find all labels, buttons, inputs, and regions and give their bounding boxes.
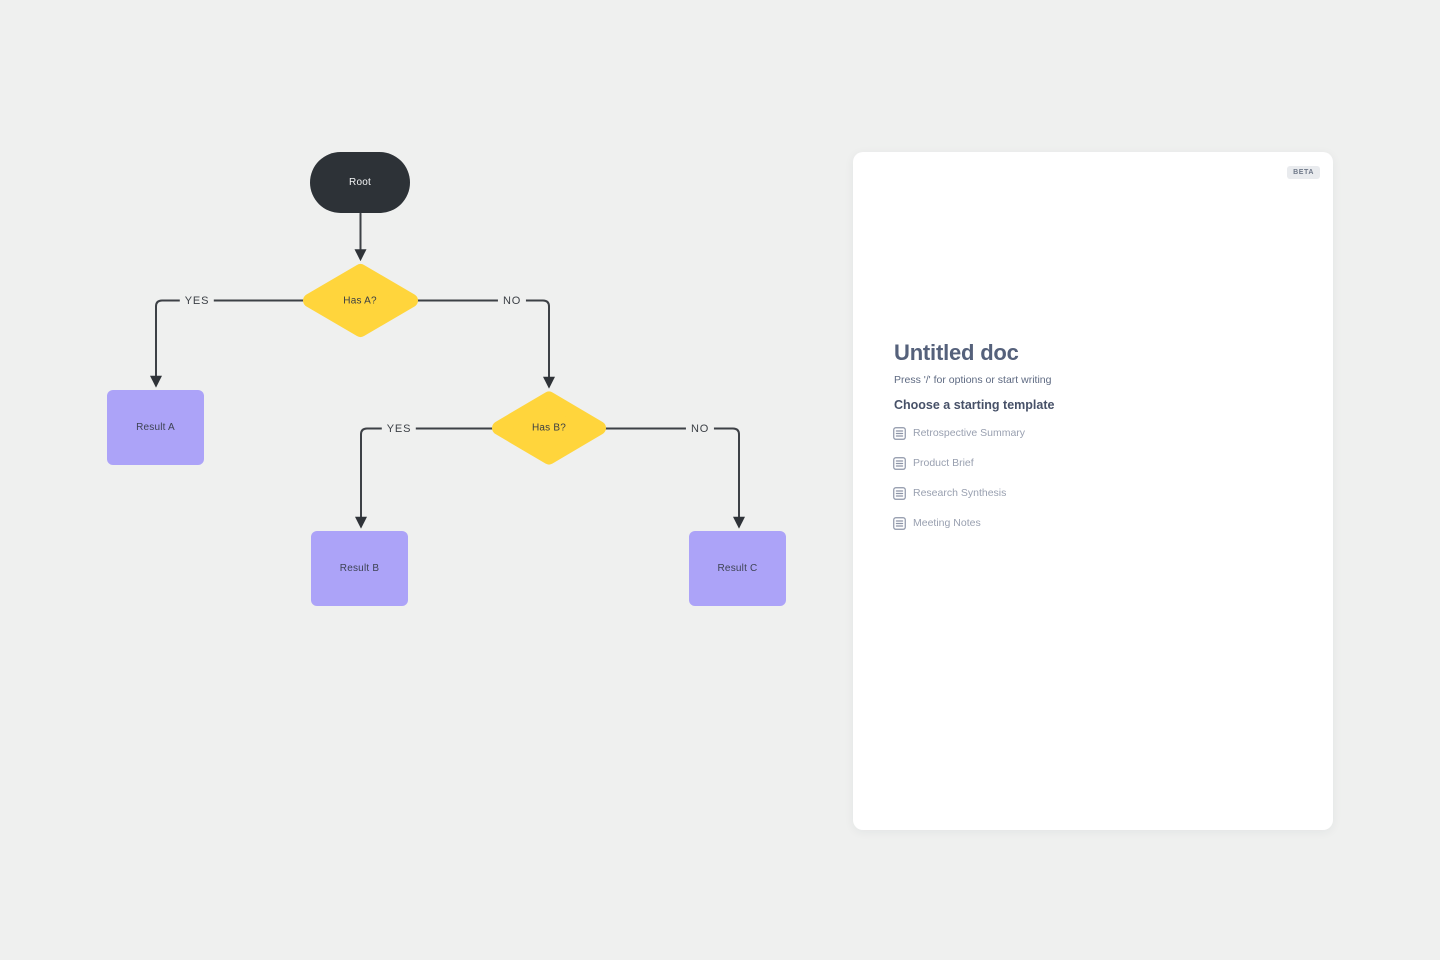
document-lines-icon [893, 516, 906, 530]
edge-label-has-a-yes: YES [179, 294, 215, 308]
doc-placeholder[interactable]: Press '/' for options or start writing [894, 374, 1052, 386]
document-lines-icon [893, 486, 906, 500]
edge-has-b-no-to-result-c [604, 427, 745, 529]
edge-has-a-no-to-has-b [416, 299, 555, 389]
node-has-b[interactable]: Has B? [532, 422, 566, 434]
decision-node-has-b-shape[interactable] [492, 391, 606, 465]
template-item-label: Research Synthesis [913, 487, 1007, 499]
edge-has-b-yes-to-result-b [355, 427, 494, 529]
node-result-a[interactable]: Result A [107, 390, 204, 465]
beta-badge: BETA [1287, 166, 1320, 179]
edge-has-a-yes-to-result-a [150, 299, 305, 388]
connector-layer [150, 212, 745, 529]
edge-label-has-a-no: NO [497, 294, 527, 308]
node-has-a[interactable]: Has A? [343, 295, 377, 307]
doc-panel: BETA Untitled doc Press '/' for options … [853, 152, 1333, 830]
template-item-research-synthesis[interactable]: Research Synthesis [893, 486, 1025, 500]
document-lines-icon [893, 426, 906, 440]
node-result-c[interactable]: Result C [689, 531, 786, 606]
template-item-label: Product Brief [913, 457, 974, 469]
node-root[interactable]: Root [310, 152, 410, 213]
document-lines-icon [893, 456, 906, 470]
edge-label-has-b-yes: YES [381, 422, 417, 436]
template-item-label: Meeting Notes [913, 517, 981, 529]
template-list: Retrospective Summary Product Brief Rese… [893, 426, 1025, 530]
template-item-product-brief[interactable]: Product Brief [893, 456, 1025, 470]
template-item-label: Retrospective Summary [913, 427, 1026, 439]
node-result-b[interactable]: Result B [311, 531, 408, 606]
templates-heading: Choose a starting template [894, 398, 1055, 412]
template-item-retrospective-summary[interactable]: Retrospective Summary [893, 426, 1025, 440]
decision-node-has-a-shape[interactable] [303, 264, 418, 337]
edge-label-has-b-no: NO [685, 422, 715, 436]
template-item-meeting-notes[interactable]: Meeting Notes [893, 516, 1025, 530]
doc-title[interactable]: Untitled doc [894, 340, 1019, 365]
